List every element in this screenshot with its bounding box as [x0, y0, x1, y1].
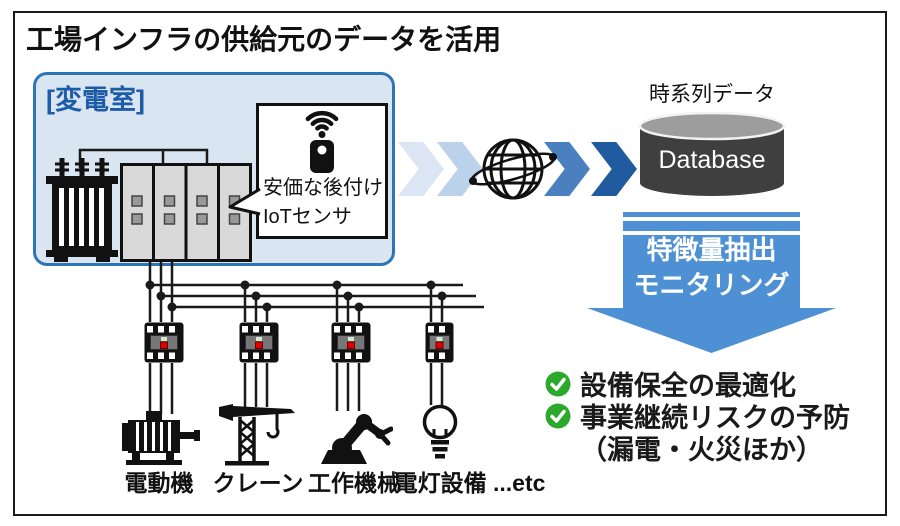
equipment-label: 電灯設備 ...etc — [394, 470, 546, 496]
equipment-label: 工作機械 — [308, 470, 400, 496]
crane-icon — [219, 404, 295, 466]
benefit-item: 事業継続リスクの予防 — [545, 396, 850, 435]
equipment-label: クレーン — [212, 470, 304, 496]
breaker-icon — [331, 322, 371, 363]
switchgear-icon — [120, 163, 252, 262]
database-label: Database — [658, 146, 766, 174]
callout-line1: 安価な後付け — [263, 177, 383, 199]
check-icon — [545, 403, 571, 428]
transformer-icon — [46, 158, 118, 262]
page-title: 工場インフラの供給元のデータを活用 — [26, 24, 502, 55]
light-bulb-icon — [422, 404, 458, 459]
process-arrow-line1: 特徴量抽出 — [646, 235, 777, 265]
motor-icon — [122, 411, 200, 465]
internet-globe-icon — [469, 138, 557, 200]
database-cylinder-icon — [638, 111, 786, 196]
diagram-border — [13, 11, 887, 516]
wifi-sensor-icon — [305, 110, 339, 173]
equipment-label: 電動機 — [124, 470, 194, 496]
process-arrow-text: 特徴量抽出 モニタリング — [623, 233, 800, 303]
breaker-icon — [239, 322, 279, 363]
benefit-text: 事業継続リスクの予防 — [580, 403, 850, 433]
breaker-icon — [425, 322, 454, 363]
database-caption: 時系列データ — [649, 83, 775, 106]
process-down-arrow — [587, 212, 836, 353]
benefit-text: （漏電・火災ほか） — [580, 435, 823, 465]
callout-text: 安価な後付け IoTセンサ — [263, 174, 385, 232]
robot-arm-icon — [321, 414, 393, 464]
check-icon — [545, 371, 571, 396]
breaker-icon — [144, 322, 184, 363]
callout-line2: IoTセンサ — [263, 206, 352, 228]
benefit-text: 設備保全の最適化 — [580, 371, 796, 401]
benefit-item: 設備保全の最適化 — [545, 364, 796, 403]
process-arrow-line2: モニタリング — [633, 270, 790, 300]
benefit-item: （漏電・火災ほか） — [545, 428, 823, 467]
callout-tail — [228, 188, 261, 216]
substation-label: [変電室] — [46, 85, 145, 115]
